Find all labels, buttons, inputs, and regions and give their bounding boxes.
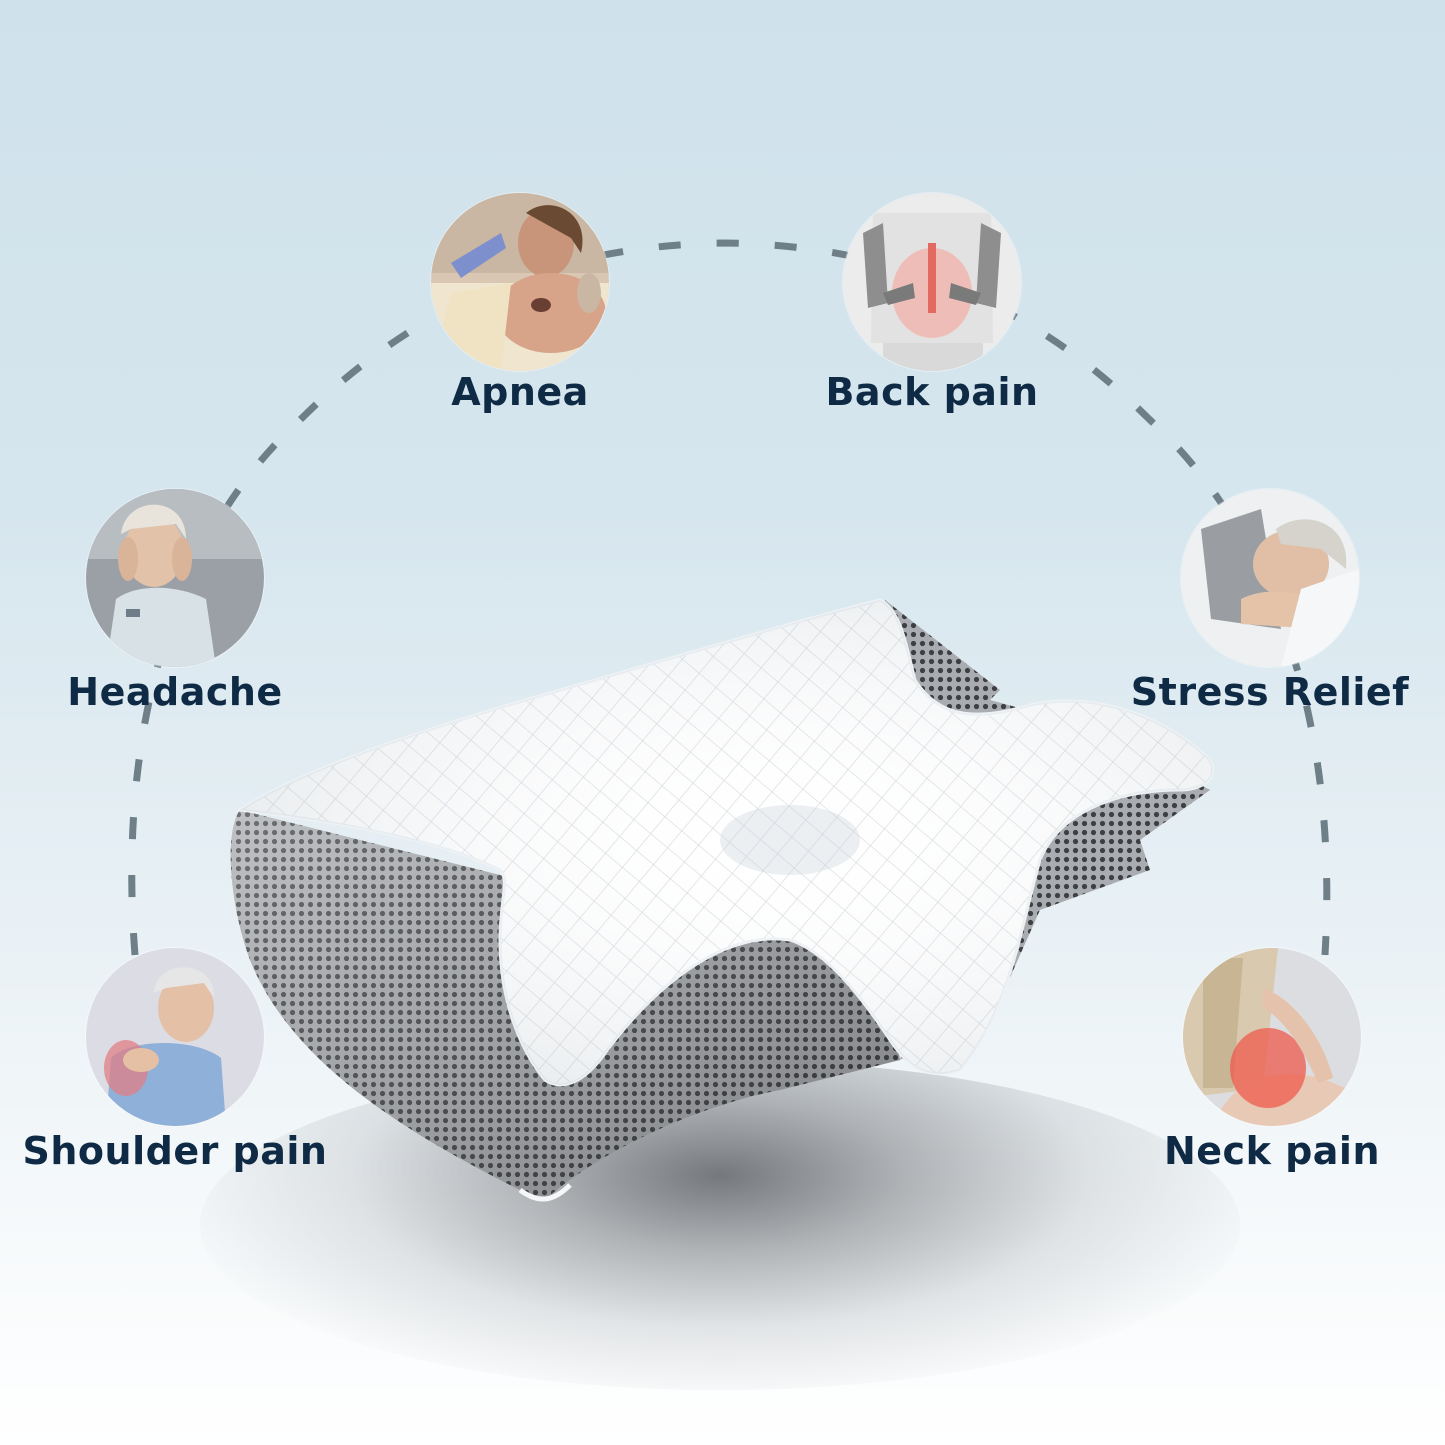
benefit-label: Neck pain (1163, 1129, 1381, 1173)
benefit-label: Back pain (825, 370, 1039, 414)
benefit-label: Headache (67, 670, 283, 714)
benefit-label: Stress Relief (1130, 670, 1410, 714)
sleeping-man-snoring-photo (431, 193, 609, 371)
benefit-label: Apnea (451, 370, 589, 414)
pillow-shadow (200, 1060, 1240, 1390)
elderly-woman-sleeping-photo (1181, 489, 1359, 667)
benefit-label: Shoulder pain (22, 1129, 328, 1173)
woman-holding-shoulder-photo (86, 948, 264, 1126)
woman-holding-temples-photo (86, 489, 264, 667)
lower-back-spine-highlight-photo (843, 193, 1021, 371)
woman-neck-red-highlight-photo (1183, 948, 1361, 1126)
